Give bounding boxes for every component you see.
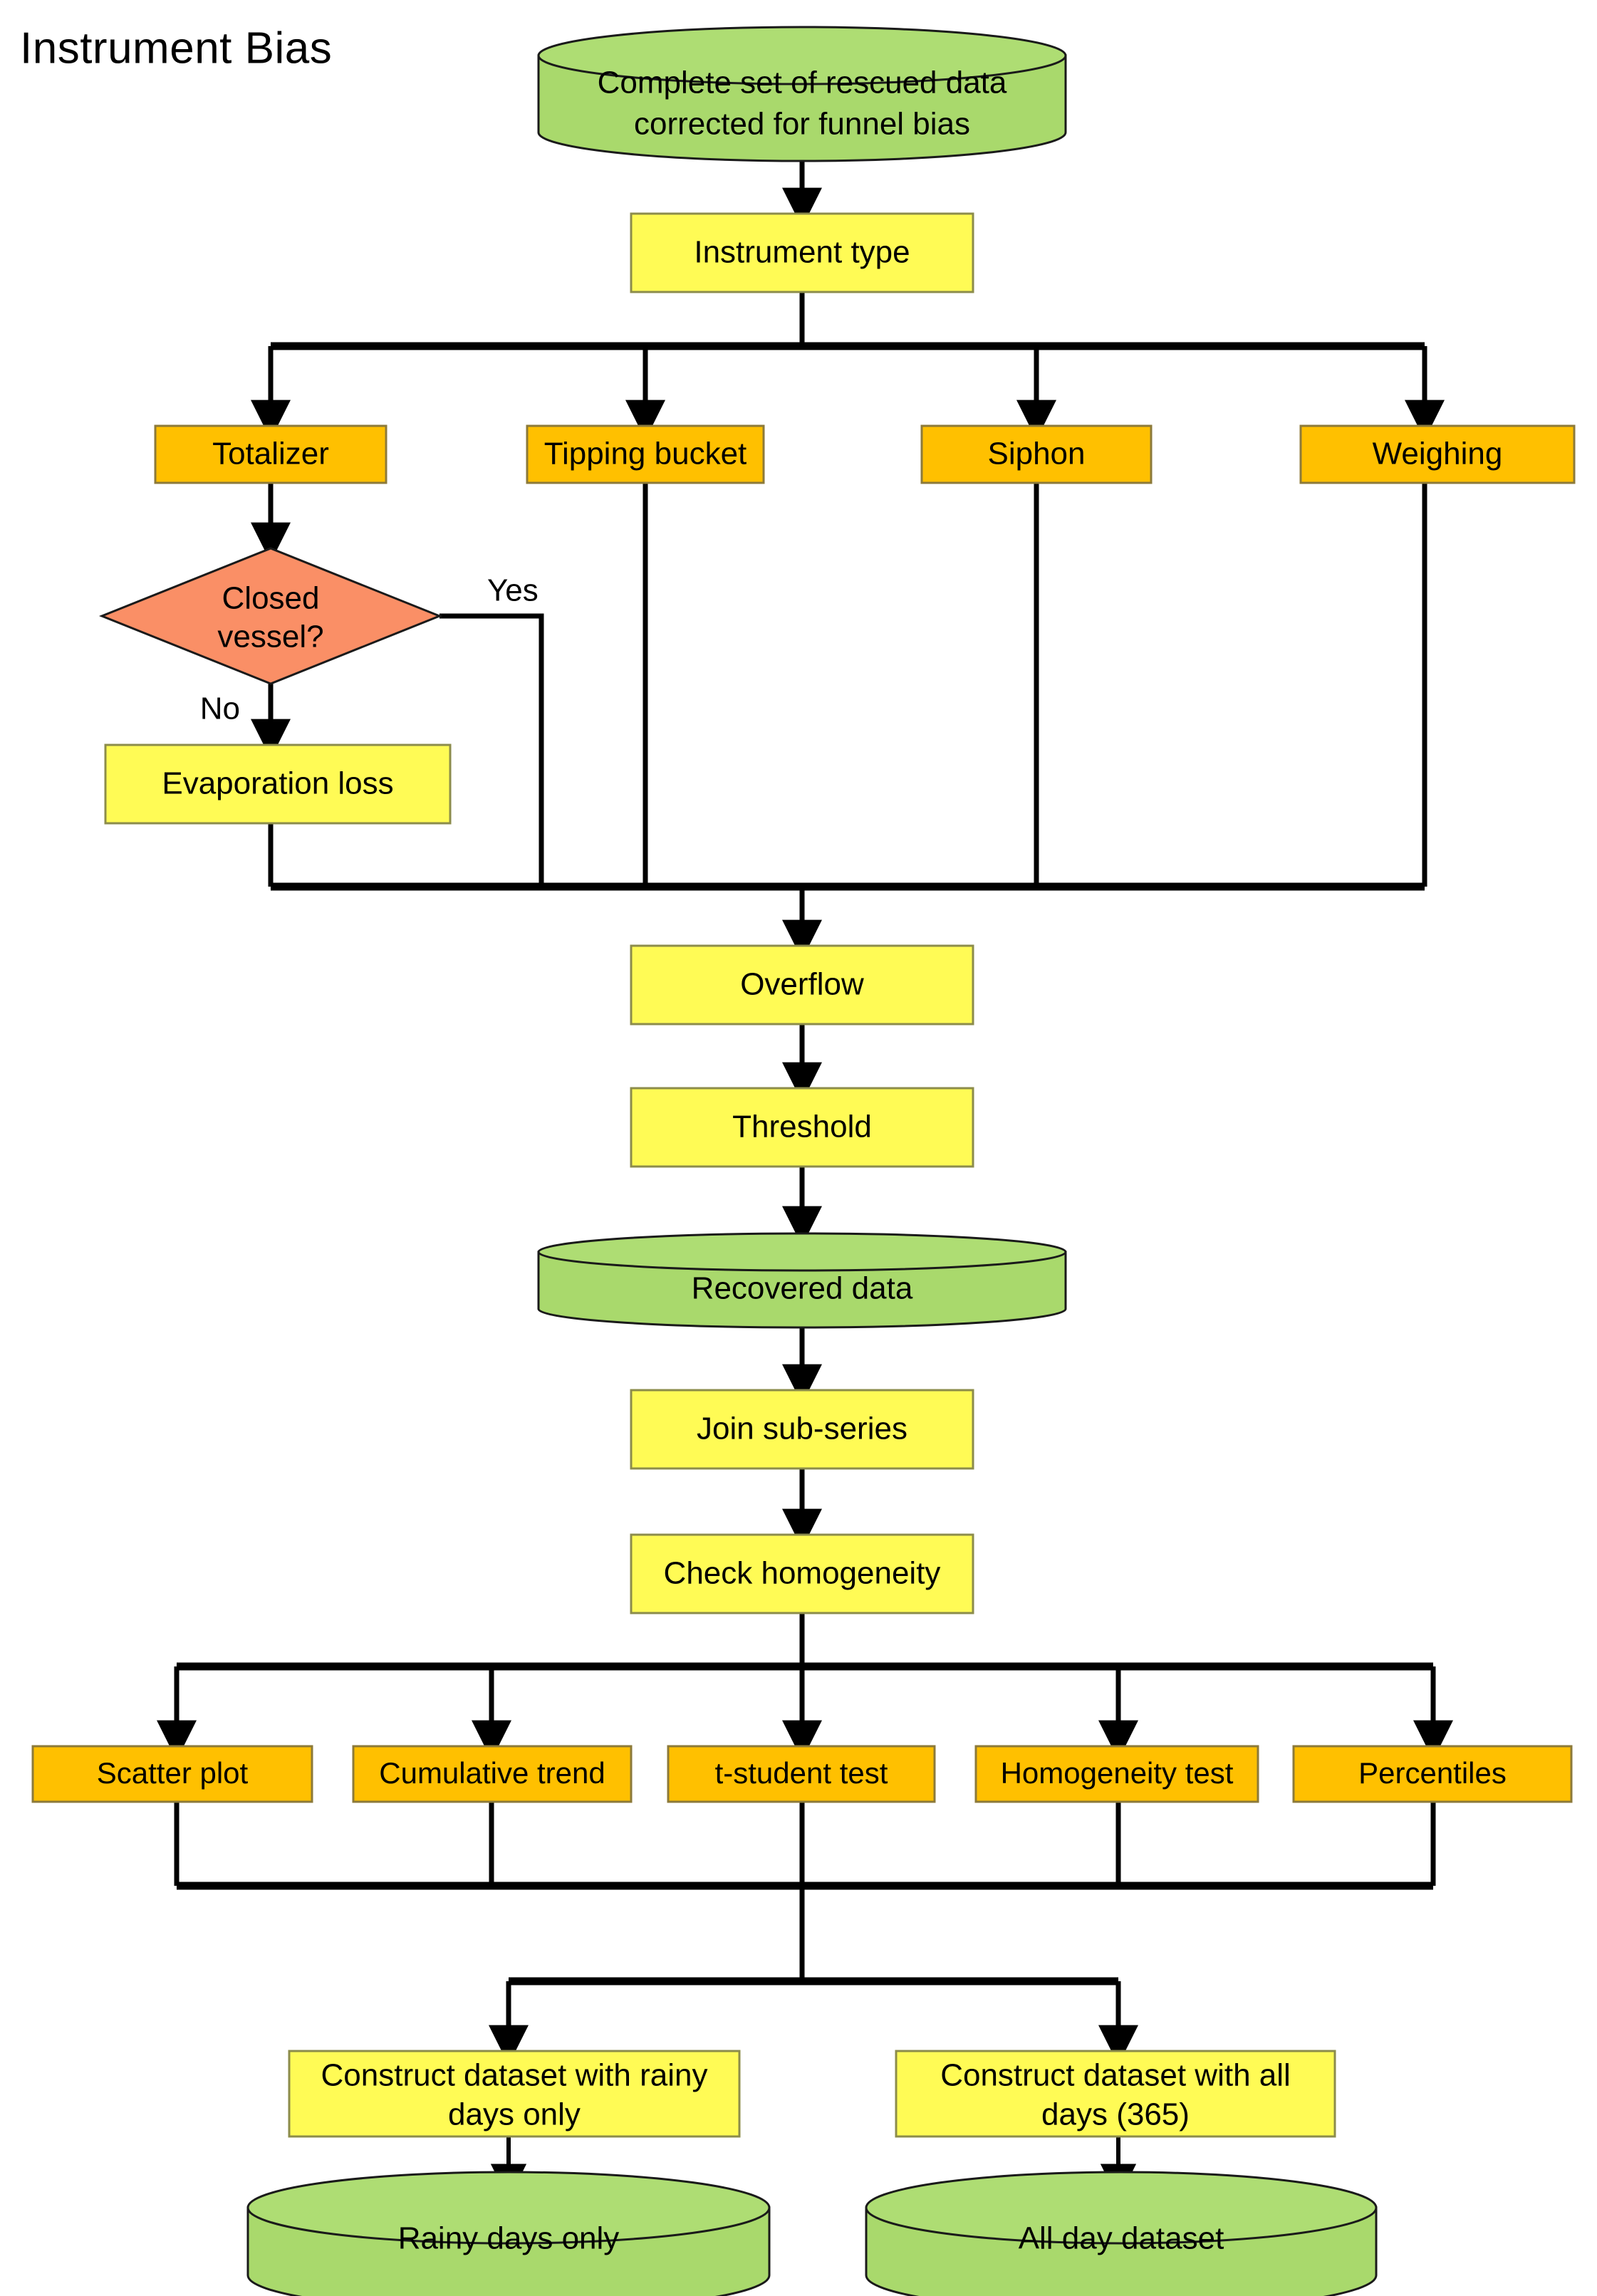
source-data-line2: corrected for funnel bias (634, 107, 970, 142)
node-percentiles[interactable]: Percentiles (1292, 1745, 1573, 1803)
edge-label-no: No (200, 692, 240, 726)
check-homogeneity-label: Check homogeneity (664, 1556, 941, 1591)
percentiles-label: Percentiles (1358, 1756, 1507, 1790)
siphon-label: Siphon (987, 437, 1085, 471)
overflow-label: Overflow (740, 967, 864, 1002)
node-rainy-days-only[interactable]: Rainy days only (246, 2171, 771, 2296)
node-scatter-plot[interactable]: Scatter plot (31, 1745, 313, 1803)
construct-all-line2: days (365) (1041, 2097, 1190, 2132)
node-closed-vessel-decision[interactable]: Closed vessel? (98, 547, 443, 685)
node-instrument-type[interactable]: Instrument type (630, 212, 974, 293)
node-all-day-dataset[interactable]: All day dataset (865, 2171, 1378, 2296)
construct-rainy-line1: Construct dataset with rainy (321, 2058, 708, 2093)
scatter-plot-label: Scatter plot (97, 1756, 249, 1790)
node-evaporation-loss[interactable]: Evaporation loss (104, 743, 452, 825)
totalizer-label: Totalizer (212, 437, 329, 471)
instrument-type-label: Instrument type (694, 235, 910, 270)
weighing-label: Weighing (1373, 437, 1503, 471)
node-construct-dataset-all[interactable]: Construct dataset with all days (365) (895, 2050, 1336, 2138)
node-source-data[interactable]: Complete set of rescued data corrected f… (537, 26, 1067, 162)
rainy-days-only-label: Rainy days only (398, 2221, 620, 2256)
node-totalizer[interactable]: Totalizer (154, 424, 387, 484)
node-join-sub-series[interactable]: Join sub-series (630, 1389, 974, 1470)
construct-all-line1: Construct dataset with all (940, 2058, 1291, 2093)
t-student-test-label: t-student test (715, 1756, 888, 1790)
node-weighing[interactable]: Weighing (1299, 424, 1576, 484)
node-recovered-data[interactable]: Recovered data (537, 1232, 1067, 1329)
source-data-line1: Complete set of rescued data (598, 66, 1007, 100)
node-tipping-bucket[interactable]: Tipping bucket (526, 424, 765, 484)
closed-vessel-line1: Closed (222, 581, 320, 616)
node-check-homogeneity[interactable]: Check homogeneity (630, 1533, 974, 1614)
evaporation-loss-label: Evaporation loss (162, 766, 393, 801)
connector-decision-yes-to-merge (439, 613, 544, 887)
construct-rainy-line2: days only (448, 2097, 581, 2132)
node-t-student-test[interactable]: t-student test (667, 1745, 936, 1803)
node-overflow[interactable]: Overflow (630, 944, 974, 1026)
node-threshold[interactable]: Threshold (630, 1087, 974, 1168)
join-sub-series-label: Join sub-series (697, 1411, 907, 1446)
recovered-data-label: Recovered data (692, 1271, 913, 1306)
node-homogeneity-test[interactable]: Homogeneity test (974, 1745, 1259, 1803)
node-construct-dataset-rainy[interactable]: Construct dataset with rainy days only (288, 2050, 741, 2138)
page-title: Instrument Bias (20, 24, 332, 73)
edge-label-yes: Yes (487, 573, 539, 608)
homogeneity-test-label: Homogeneity test (1001, 1756, 1234, 1790)
closed-vessel-line2: vessel? (217, 620, 323, 654)
cumulative-trend-label: Cumulative trend (379, 1756, 605, 1790)
tipping-bucket-label: Tipping bucket (544, 437, 747, 471)
node-siphon[interactable]: Siphon (920, 424, 1153, 484)
threshold-label: Threshold (732, 1110, 872, 1144)
node-cumulative-trend[interactable]: Cumulative trend (352, 1745, 633, 1803)
all-day-dataset-label: All day dataset (1019, 2221, 1224, 2256)
